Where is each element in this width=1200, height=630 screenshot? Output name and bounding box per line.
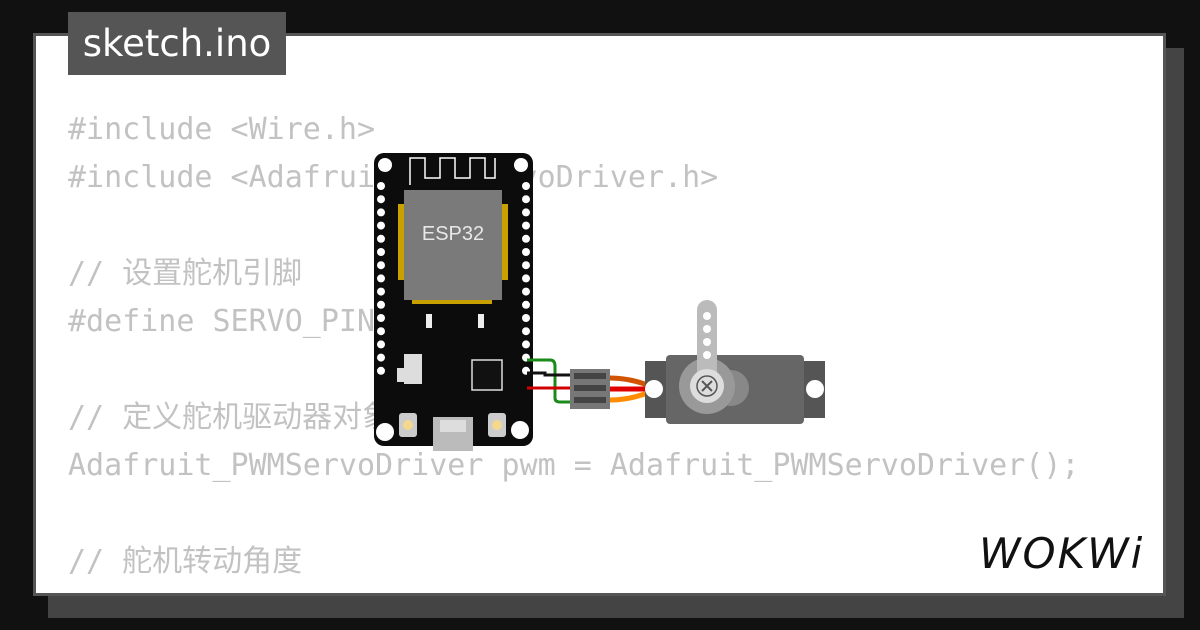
code-card: #include <Wire.h> #include <Adafruit_PWM… [33, 33, 1166, 596]
pin-hole [377, 261, 385, 270]
pin-hole [522, 300, 530, 309]
pin-hole [377, 314, 385, 322]
pin-hole [522, 327, 530, 336]
pin-hole [377, 274, 385, 283]
servo-connector [570, 369, 651, 409]
pin-hole [377, 327, 385, 336]
pin-hole [377, 287, 385, 296]
code-line: // 舵机转动角度 [68, 544, 303, 579]
pin-hole [377, 182, 385, 190]
pin-hole [522, 314, 530, 322]
pin-hole [377, 234, 385, 243]
pin-hole [522, 274, 530, 283]
pin-hole [377, 300, 385, 309]
pin-hole [377, 195, 385, 204]
code-line: #include <Wire.h> [68, 112, 376, 147]
pin-hole [522, 287, 530, 296]
pin-hole [522, 340, 530, 349]
pin-hole [377, 248, 385, 256]
chip-label: ESP32 [422, 223, 484, 245]
pin-hole [377, 208, 385, 217]
pin-hole [377, 340, 385, 349]
code-line: #define SERVO_PIN 0 [68, 304, 412, 339]
wokwi-logo-text: WOKWi [979, 530, 1144, 578]
pin-hole [522, 261, 530, 270]
code-line: // 设置舵机引脚 [68, 256, 303, 291]
pin-hole [522, 248, 530, 256]
esp32-board[interactable]: ESP32 [374, 153, 533, 451]
servo-motor[interactable] [645, 300, 825, 424]
code-line: Adafruit_PWMServoDriver pwm = Adafruit_P… [68, 448, 1080, 483]
pin-hole [377, 353, 385, 362]
pin-hole [522, 182, 530, 190]
code-line: // 定义舵机驱动器对象 [68, 400, 393, 435]
pin-hole [522, 234, 530, 243]
file-tab[interactable]: sketch.ino [68, 12, 286, 75]
code-line: #define CLOCKWISE_ANGLE 180 // 顺时针方向旋转的角… [68, 586, 1079, 593]
wires [527, 358, 575, 404]
wokwi-logo: WOKWi [979, 530, 1144, 578]
pin-hole [377, 366, 385, 375]
pin-hole [522, 208, 530, 217]
pin-hole [522, 195, 530, 204]
pin-hole [522, 221, 530, 230]
pin-hole [377, 221, 385, 230]
